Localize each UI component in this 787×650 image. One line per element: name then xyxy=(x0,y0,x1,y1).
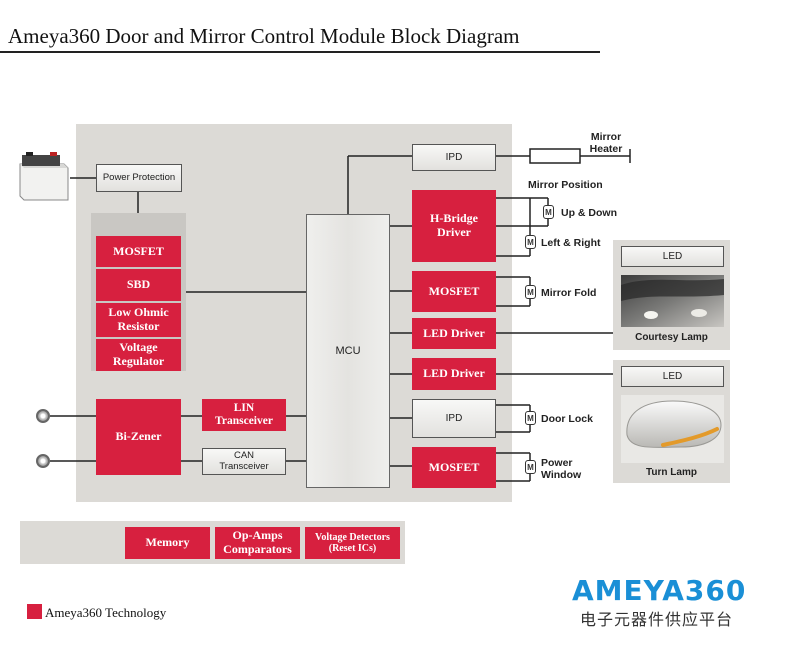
turn-lamp-label: Turn Lamp xyxy=(646,467,697,478)
courtesy-lamp-image xyxy=(621,275,724,327)
memory-block: Memory xyxy=(125,527,210,559)
mosfet-window-block: MOSFET xyxy=(412,447,496,488)
led-1-box: LED xyxy=(621,246,724,267)
title-underline xyxy=(0,51,600,53)
page-title: Ameya360 Door and Mirror Control Module … xyxy=(8,24,520,48)
door-lock-motor-icon: M xyxy=(525,411,536,425)
op-amps-block: Op-Amps Comparators xyxy=(215,527,300,559)
mosfet-fold-block: MOSFET xyxy=(412,271,496,312)
led-2-box: LED xyxy=(621,366,724,387)
mirror-fold-motor-icon: M xyxy=(525,285,536,299)
up-down-motor-icon: M xyxy=(543,205,554,219)
up-down-label: Up & Down xyxy=(561,207,617,219)
legend-swatch xyxy=(27,604,42,619)
left-right-motor-icon: M xyxy=(525,235,536,249)
turn-lamp-image xyxy=(621,395,724,463)
h-bridge-driver-block: H-Bridge Driver xyxy=(412,190,496,262)
voltage-detectors-block: Voltage Detectors (Reset ICs) xyxy=(305,527,400,559)
door-lock-label: Door Lock xyxy=(541,413,593,425)
low-ohmic-resistor-block: Low Ohmic Resistor xyxy=(96,303,181,337)
ameya360-logo-subtitle: 电子元器件供应平台 xyxy=(580,610,734,629)
courtesy-lamp-label: Courtesy Lamp xyxy=(635,332,708,343)
battery-icon xyxy=(19,152,69,201)
power-window-motor-icon: M xyxy=(525,460,536,474)
ipd-top-block: IPD xyxy=(412,144,496,171)
can-transceiver-block: CAN Transceiver xyxy=(202,448,286,475)
left-right-label: Left & Right xyxy=(541,237,601,249)
voltage-regulator-block: Voltage Regulator xyxy=(96,339,181,371)
lin-connector-icon xyxy=(36,409,50,423)
can-connector-icon xyxy=(36,454,50,468)
mirror-fold-label: Mirror Fold xyxy=(541,287,597,299)
power-protection-block: Power Protection xyxy=(96,164,182,192)
mosfet-power-block: MOSFET xyxy=(96,236,181,267)
mcu-block: MCU xyxy=(306,214,390,488)
sbd-block: SBD xyxy=(96,269,181,301)
mirror-position-label: Mirror Position xyxy=(528,179,603,191)
bi-zener-block: Bi-Zener xyxy=(96,399,181,475)
lin-transceiver-block: LIN Transceiver xyxy=(202,399,286,431)
mirror-heater-label: Mirror Heater xyxy=(589,131,623,156)
legend-label: Ameya360 Technology xyxy=(45,605,167,620)
ameya360-logo: AMEYA360 xyxy=(572,574,747,607)
led-driver-2-block: LED Driver xyxy=(412,358,496,390)
ipd-bottom-block: IPD xyxy=(412,399,496,438)
power-window-label: Power Window xyxy=(541,457,582,482)
led-driver-1-block: LED Driver xyxy=(412,318,496,349)
